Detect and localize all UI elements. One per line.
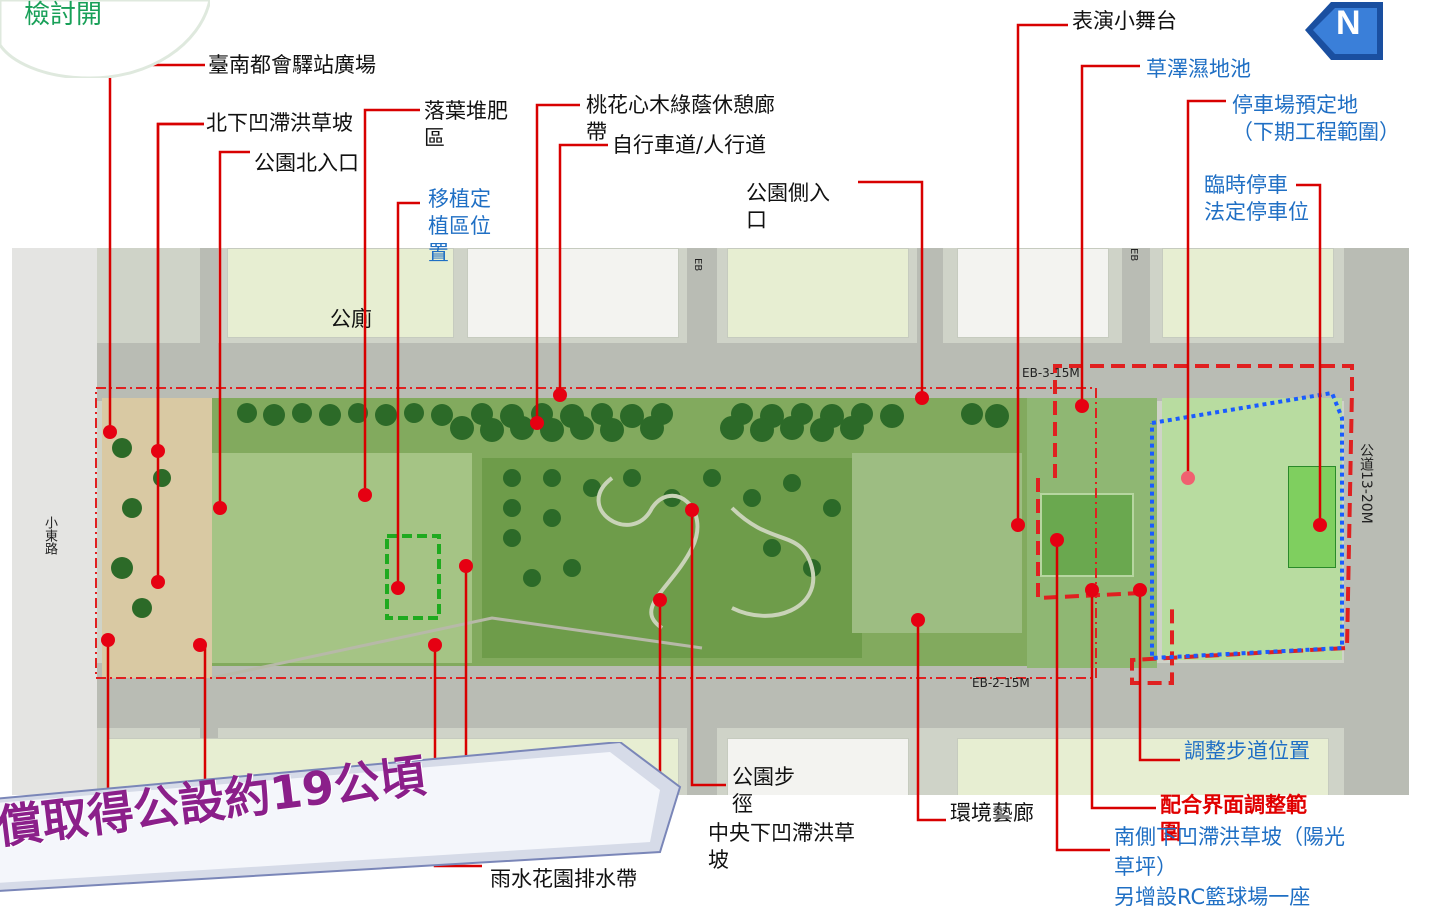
marker-south-slope <box>1050 533 1064 547</box>
label-compost: 落葉堆肥 區 <box>424 99 508 150</box>
label-adjust-interface: 配合界面調整範 圍 <box>1160 793 1307 844</box>
marker-central-slope <box>653 593 667 607</box>
marker-art-corridor <box>911 613 925 627</box>
label-parking-plan: 停車場預定地 （下期工程範圍） <box>1232 93 1400 144</box>
basketball-court <box>1040 493 1134 577</box>
marker-peach-corridor <box>530 416 544 430</box>
north-arrow-icon <box>1305 2 1383 60</box>
label-park-trail: 公園步 徑 <box>732 765 795 816</box>
marker-parking-plan <box>1181 471 1195 485</box>
label-central-slope: 中央下凹滯洪草 坡 <box>708 821 855 872</box>
label-station-plaza: 臺南都會驛站廣場 <box>208 53 376 77</box>
label-peach-corridor: 桃花心木綠蔭休憩廊 帶 <box>586 93 775 144</box>
tree-canopy <box>95 364 1354 685</box>
marker-adjust-path <box>1133 583 1147 597</box>
road-label-west: 小東路 <box>42 516 57 555</box>
marker-compost <box>358 488 372 502</box>
road-label-north: EB-3-15M <box>1022 366 1080 380</box>
north-arrow-label: N <box>1336 4 1361 42</box>
west-road <box>12 248 97 795</box>
label-south-slope: 南側下凹滯洪草坡（陽光 草坪） 另增設RC籃球場一座 <box>1114 825 1345 909</box>
label-adjust-path: 調整步道位置 <box>1184 739 1310 763</box>
marker-stage <box>1011 518 1025 532</box>
east-road <box>1344 248 1409 795</box>
label-side-entrance: 公園側入 口 <box>746 181 830 232</box>
label-art-corridor: 環境藝廊 <box>950 801 1034 825</box>
label-wetland: 草澤濕地池 <box>1146 57 1251 81</box>
section-badge <box>0 0 210 78</box>
marker-transplant <box>391 581 405 595</box>
marker-adjust-interface <box>1085 583 1099 597</box>
label-rain-garden: 雨水花園排水帶 <box>490 867 637 891</box>
label-stage: 表演小舞台 <box>1072 9 1177 33</box>
site-plan-map: 小東路 EB-3-15M EB-2-15M 公道13-20M EB EB <box>12 248 1409 795</box>
marker-bike-path <box>553 388 567 402</box>
area-banner <box>0 742 682 892</box>
label-transplant: 移植定 植區位 置 <box>428 187 491 265</box>
badge-text: 檢討開 <box>24 0 103 30</box>
label-north-slope: 北下凹滯洪草坡 <box>206 111 353 135</box>
marker-park-trail <box>685 503 699 517</box>
temp-parking-lot <box>1288 466 1336 568</box>
marker-north-slope <box>151 444 165 458</box>
label-bike-path: 自行車道/人行道 <box>612 133 767 157</box>
marker-side-entrance <box>915 391 929 405</box>
road-label-east: 公道13-20M <box>1358 443 1374 524</box>
label-north-entrance: 公園北入口 <box>254 151 359 175</box>
marker-temp-parking <box>1313 518 1327 532</box>
road-label-south: EB-2-15M <box>972 676 1030 690</box>
label-temp-parking: 臨時停車 法定停車位 <box>1204 173 1309 224</box>
marker-wetland <box>1075 399 1089 413</box>
marker-rain-garden <box>428 638 442 652</box>
marker-north-entrance <box>213 501 227 515</box>
marker-station-plaza <box>103 425 117 439</box>
